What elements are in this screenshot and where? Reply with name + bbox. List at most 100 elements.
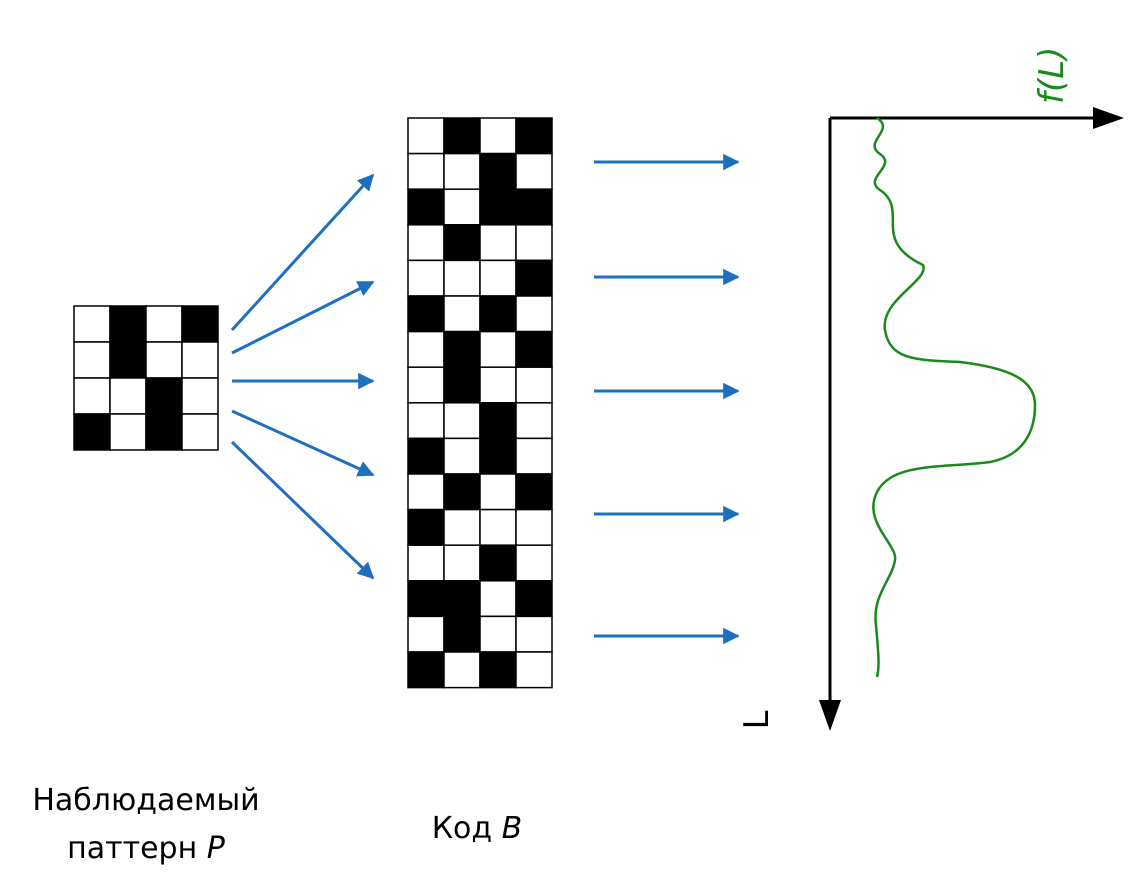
pattern-cell-r1-c1 [73,305,111,343]
code-cell-r16-c2 [443,651,481,689]
y-axis-label: f(L) [1032,47,1072,104]
pattern-cell-r2-c1 [73,341,111,379]
code-cell-r11-c1 [407,473,445,511]
code-caption: Код B [432,811,523,846]
code-cell-r3-c4 [515,188,553,226]
code-cell-r6-c1 [407,295,445,333]
code-cell-r8-c2 [443,366,481,404]
pattern-to-code-arrows [230,173,375,580]
pattern-caption-line2: паттерн P [67,831,226,866]
code-cell-r8-c3 [479,366,517,404]
pattern-cell-r1-c3 [145,305,183,343]
code-cell-r5-c4 [515,259,553,297]
code-cell-r15-c2 [443,615,481,653]
code-cell-r5-c2 [443,259,481,297]
pattern-caption: Наблюдаемый паттерн P [32,783,259,866]
code-cell-r6-c2 [443,295,481,333]
code-cell-r9-c1 [407,402,445,440]
f-of-l-curve [872,116,1037,678]
code-cell-r4-c2 [443,224,481,262]
code-cell-r15-c3 [479,615,517,653]
horizontal-axis-arrowhead [1093,107,1124,129]
pattern-caption-line1: Наблюдаемый [32,783,259,818]
pattern-cell-r3-c1 [73,377,111,415]
code-cell-r16-c3 [479,651,517,689]
pattern-cell-r4-c1 [73,413,111,451]
code-cell-r15-c1 [407,615,445,653]
pattern-cell-r3-c2 [109,377,147,415]
code-cell-r1-c2 [443,117,481,155]
code-cell-r14-c2 [443,580,481,618]
code-cell-r8-c1 [407,366,445,404]
pattern-cell-r4-c3 [145,413,183,451]
code-variable: B [502,811,523,846]
code-cell-r7-c4 [515,330,553,368]
code-cell-r16-c1 [407,651,445,689]
code-cell-r12-c4 [515,508,553,546]
pattern-cell-r1-c2 [109,305,147,343]
fan-arrow-2 [231,280,375,355]
code-cell-r12-c3 [479,508,517,546]
code-caption-text: Код B [432,811,523,846]
code-cell-r14-c4 [515,580,553,618]
code-cell-r1-c1 [407,117,445,155]
fan-arrow-1 [230,173,375,332]
pattern-cell-r3-c3 [145,377,183,415]
code-caption-prefix: Код [432,811,502,846]
vertical-axis-arrowhead [819,700,841,731]
code-cell-r2-c2 [443,152,481,190]
code-cell-r15-c4 [515,615,553,653]
code-cell-r7-c3 [479,330,517,368]
code-cell-r6-c4 [515,295,553,333]
pattern-cell-r4-c2 [109,413,147,451]
code-cell-r14-c1 [407,580,445,618]
code-cell-r3-c2 [443,188,481,226]
code-cell-r14-c3 [479,580,517,618]
fan-arrow-5 [230,440,375,580]
code-cell-r9-c3 [479,402,517,440]
code-b-grid [407,117,553,689]
code-cell-r11-c3 [479,473,517,511]
code-cell-r10-c4 [515,437,553,475]
code-cell-r13-c3 [479,544,517,582]
pattern-caption-prefix: паттерн [67,831,207,866]
code-cell-r16-c4 [515,651,553,689]
code-cell-r9-c2 [443,402,481,440]
code-cell-r11-c4 [515,473,553,511]
code-cell-r8-c4 [515,366,553,404]
pattern-cell-r2-c3 [145,341,183,379]
code-cell-r4-c4 [515,224,553,262]
code-cell-r5-c3 [479,259,517,297]
code-cell-r2-c3 [479,152,517,190]
code-cell-r1-c3 [479,117,517,155]
code-cell-r13-c2 [443,544,481,582]
code-cell-r4-c3 [479,224,517,262]
code-to-plot-arrows [594,153,740,645]
code-cell-r7-c1 [407,330,445,368]
fan-arrow-4 [231,409,375,477]
code-cell-r7-c2 [443,330,481,368]
code-cell-r9-c4 [515,402,553,440]
observed-pattern-grid [73,305,219,451]
pattern-cell-r2-c4 [181,341,219,379]
code-cell-r3-c3 [479,188,517,226]
pattern-cell-r4-c4 [181,413,219,451]
code-cell-r12-c2 [443,508,481,546]
code-cell-r2-c4 [515,152,553,190]
plot-axes [819,107,1124,731]
pattern-cell-r3-c4 [181,377,219,415]
pattern-variable: P [207,831,226,866]
code-cell-r13-c4 [515,544,553,582]
pattern-cell-r1-c4 [181,305,219,343]
code-cell-r11-c2 [443,473,481,511]
code-cell-r10-c2 [443,437,481,475]
code-cell-r2-c1 [407,152,445,190]
code-cell-r10-c1 [407,437,445,475]
code-cell-r10-c3 [479,437,517,475]
code-cell-r13-c1 [407,544,445,582]
code-cell-r3-c1 [407,188,445,226]
x-axis-label: L [737,710,777,729]
code-cell-r4-c1 [407,224,445,262]
code-cell-r5-c1 [407,259,445,297]
